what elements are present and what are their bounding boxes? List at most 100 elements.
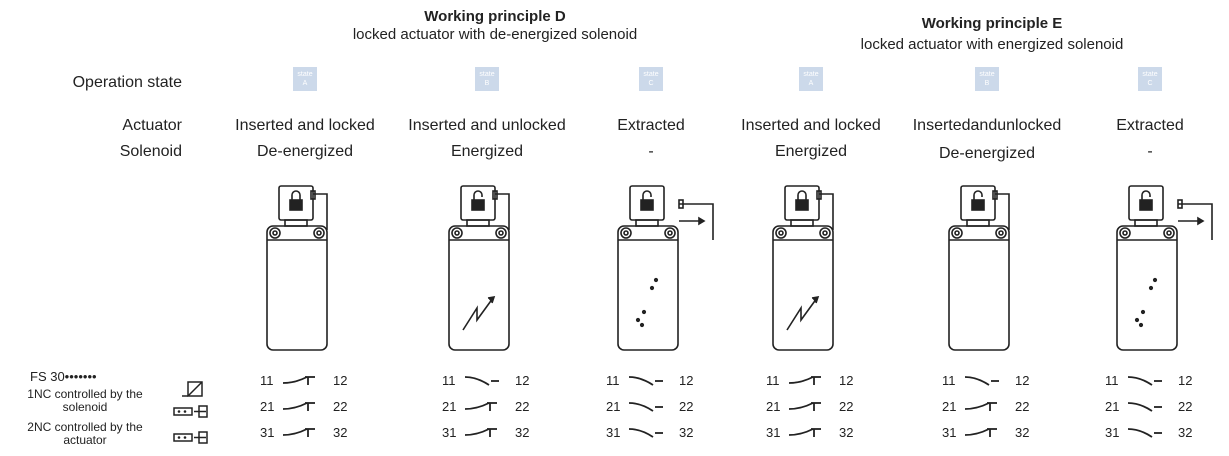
solenoid-state-text: -	[648, 143, 654, 160]
contact-symbol-icon	[282, 376, 315, 385]
terminal-number-left: 11	[442, 373, 456, 388]
state-badge-letter: B	[984, 80, 990, 87]
actuator-state-text: Extracted	[617, 117, 685, 134]
state-badge-word: state	[297, 71, 313, 78]
safety-switch-device	[266, 185, 328, 351]
principle-d-title: Working principle D	[424, 8, 566, 25]
state-badge-word: state	[979, 71, 995, 78]
terminal-number-left: 21	[942, 399, 957, 414]
principle-e-subtitle: locked actuator with energized solenoid	[860, 36, 1124, 53]
contact-symbol-icon	[788, 376, 821, 385]
terminal-number-right: 22	[1178, 399, 1193, 414]
terminal-number-right: 12	[333, 373, 348, 388]
terminal-number-right: 32	[679, 425, 694, 440]
terminal-number-right: 32	[839, 425, 854, 440]
terminal-number-right: 32	[1178, 425, 1193, 440]
contact-symbol-icon	[788, 402, 821, 411]
contact-symbol-icon	[1127, 402, 1162, 412]
terminal-number-right: 32	[333, 425, 348, 440]
contact-symbol-icon	[282, 402, 315, 411]
terminal-number-left: 11	[942, 373, 956, 388]
contact-symbol-icon	[464, 428, 497, 437]
safety-switch-device	[617, 185, 714, 351]
terminal-number-right: 22	[839, 399, 854, 414]
actuator-symbol-icon-2	[173, 431, 208, 444]
contact-symbol-icon	[964, 402, 997, 411]
terminal-number-left: 21	[442, 399, 457, 414]
state-badge-letter: A	[302, 80, 308, 87]
state-badge-letter: B	[484, 80, 490, 87]
principle-e-title: Working principle E	[921, 15, 1063, 32]
terminal-number-right: 12	[1178, 373, 1193, 388]
contact-symbol-icon	[1127, 428, 1162, 438]
model-code: FS 30•••••••	[30, 369, 97, 384]
terminal-number-right: 22	[515, 399, 530, 414]
terminal-number-right: 32	[1015, 425, 1030, 440]
terminal-number-left: 31	[1105, 425, 1120, 440]
actuator-symbol-icon	[173, 405, 208, 418]
terminal-number-left: 21	[766, 399, 781, 414]
contact-symbol-icon	[788, 428, 821, 437]
solenoid-state-text: De-energized	[256, 143, 354, 160]
state-badge-word: state	[643, 71, 659, 78]
terminal-number-left: 21	[1105, 399, 1120, 414]
terminal-number-left: 21	[260, 399, 275, 414]
contact-symbol-icon	[464, 376, 499, 386]
terminal-number-right: 12	[1015, 373, 1030, 388]
state-badge-word: state	[479, 71, 495, 78]
safety-switch-device	[1116, 185, 1213, 351]
row-label-actuator: Actuator	[122, 117, 182, 134]
actuator-state-text: Inserted and locked	[741, 117, 881, 134]
terminal-number-left: 31	[442, 425, 457, 440]
terminal-number-left: 31	[766, 425, 781, 440]
terminal-number-right: 22	[679, 399, 694, 414]
solenoid-state-text: Energized	[450, 143, 524, 160]
contact-symbol-icon	[628, 376, 663, 386]
terminal-number-right: 12	[679, 373, 694, 388]
terminal-number-left: 31	[260, 425, 275, 440]
legend-nc1: 1NC controlled by the solenoid	[27, 387, 143, 414]
state-badge-letter: C	[648, 80, 654, 87]
contact-symbol-icon	[628, 402, 663, 412]
state-badge-letter: A	[808, 80, 814, 87]
terminal-number-left: 31	[942, 425, 957, 440]
terminal-number-left: 11	[606, 373, 620, 388]
legend-nc2: 2NC controlled by the actuator	[27, 420, 143, 447]
contact-symbol-icon	[1127, 376, 1162, 386]
solenoid-state-text: Energized	[774, 143, 848, 160]
state-badge-word: state	[803, 71, 819, 78]
actuator-state-text: Inserted and unlocked	[408, 117, 566, 134]
solenoid-symbol-icon	[182, 381, 203, 397]
solenoid-state-text: De-energized	[938, 145, 1036, 162]
actuator-state-text: Extracted	[1116, 117, 1184, 134]
safety-switch-device	[772, 185, 834, 351]
contact-symbol-icon	[964, 428, 997, 437]
terminal-number-left: 11	[766, 373, 780, 388]
terminal-number-left: 11	[260, 373, 274, 388]
terminal-number-right: 22	[1015, 399, 1030, 414]
terminal-number-left: 31	[606, 425, 621, 440]
row-label-operation-state: Operation state	[72, 74, 182, 91]
safety-switch-device	[448, 185, 510, 351]
contact-symbol-icon	[282, 428, 315, 437]
terminal-number-right: 12	[839, 373, 854, 388]
state-badge-word: state	[1142, 71, 1158, 78]
principle-d-subtitle: locked actuator with de-energized soleno…	[352, 26, 638, 43]
actuator-state-text: Inserted and locked	[235, 117, 375, 134]
contact-symbol-icon	[464, 402, 497, 411]
solenoid-state-text: -	[1147, 143, 1153, 160]
state-badge-letter: C	[1147, 80, 1153, 87]
terminal-number-right: 22	[333, 399, 348, 414]
safety-switch-device	[948, 185, 1010, 351]
terminal-number-right: 12	[515, 373, 530, 388]
contact-symbol-icon	[964, 376, 999, 386]
actuator-state-text: Insertedandunlocked	[912, 117, 1062, 134]
row-label-solenoid: Solenoid	[119, 143, 182, 160]
terminal-number-right: 32	[515, 425, 530, 440]
